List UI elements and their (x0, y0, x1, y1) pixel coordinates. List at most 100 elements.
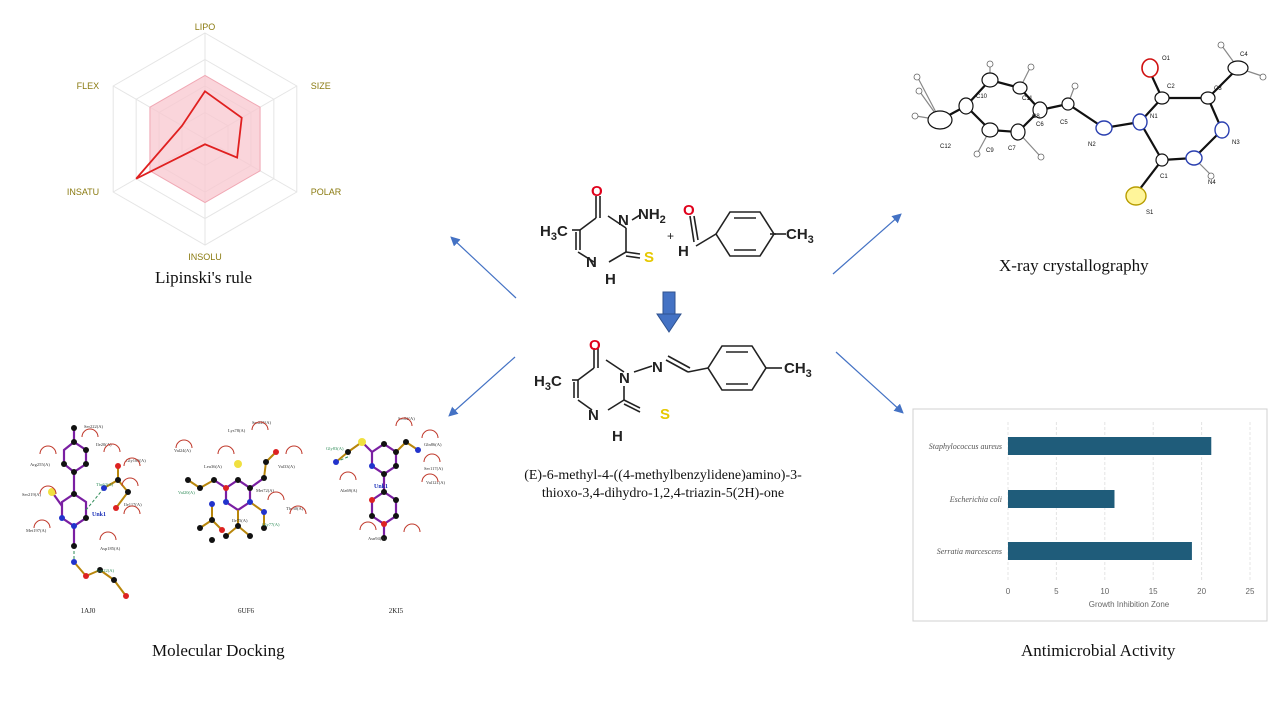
flow-arrows (448, 213, 904, 417)
residue-label: Ile20(A) (96, 442, 112, 447)
reactant-triazine (572, 196, 641, 263)
atom-o-reactant: O (591, 183, 603, 200)
residue-label: Lys78(A) (228, 428, 246, 433)
h3c-c: C (557, 223, 568, 240)
chart-tick-label: 25 (1246, 587, 1255, 596)
docking-6uf6-label: 6UF6 (238, 607, 254, 615)
docking-panel-1aj0: Ser222(A)Arg255(A)Ile20(A)Gly188(A)Thr62… (22, 424, 146, 615)
docking-1aj0-label: 1AJ0 (81, 607, 96, 615)
atom-ch3-aldehyde: CH3 (786, 226, 814, 246)
atom-h-reactant: H (605, 271, 616, 288)
residue-label: Val20(A) (178, 490, 195, 495)
residue-label: Ser222(A) (84, 424, 103, 429)
caption-xray: X-ray crystallography (999, 256, 1149, 275)
bar-escherichia-coli (1008, 490, 1115, 508)
chart-tick-label: 15 (1149, 587, 1158, 596)
residue-label: Val24(A) (174, 448, 191, 453)
residue-label: Thr30(A) (286, 506, 304, 511)
xray-label-c1: C1 (1160, 174, 1168, 180)
category-label: Escherichia coli (949, 495, 1002, 504)
chart-tick-label: 0 (1006, 587, 1011, 596)
compound-name-line1: (E)-6-methyl-4-((4-methylbenzylidene)ami… (524, 468, 802, 483)
xray-label-c11: C11 (1022, 96, 1033, 102)
xray-label-c6: C6 (1036, 122, 1044, 128)
residue-label: Ser117(A) (424, 466, 443, 471)
arrow-to-lipinski (450, 236, 517, 299)
caption-antimicrobial: Antimicrobial Activity (1021, 641, 1176, 660)
atom-ch3-product: CH3 (784, 360, 812, 380)
compound-name-line2: thioxo-3,4-dihydro-1,2,4-triazin-5(2H)-o… (542, 486, 784, 501)
xray-label-c2: C2 (1167, 84, 1175, 90)
xray-oxygen-atom (1141, 58, 1159, 78)
arrow-to-docking (448, 356, 516, 417)
docking-2ki5-label: 2KI5 (389, 607, 404, 615)
atom-s-reactant: S (644, 249, 654, 266)
h3c-product-subscript: 3 (545, 381, 551, 393)
xray-label-c3: C3 (1214, 86, 1222, 92)
category-label: Staphylococcus aureus (929, 442, 1002, 451)
residue-label: Ile117(A) (124, 502, 142, 507)
residue-label: Val33(A) (278, 464, 295, 469)
residue-label: Met72(A) (256, 488, 274, 493)
xray-label-n4: N4 (1208, 180, 1216, 186)
xray-sulfur-atom (1125, 186, 1147, 206)
residue-label: Gly188(A) (126, 458, 146, 463)
atom-n-low-product: N (588, 407, 599, 424)
residue-label: Unk1 (374, 484, 388, 490)
residue-label: Thr62(A) (96, 482, 114, 487)
residue-label: Ser219(A) (22, 492, 41, 497)
residue-label: Ile75(A) (232, 518, 248, 523)
atom-nh2-reactant: NH2 (638, 206, 666, 226)
xray-label-s1: S1 (1146, 210, 1154, 216)
residue-label: Val121(A) (426, 480, 445, 485)
residue-label: Gly83(A) (326, 446, 344, 451)
docking-6uf6-hydrophobic-arcs (175, 421, 307, 515)
arrow-to-xray (832, 213, 902, 275)
residue-label: Leu36(A) (204, 464, 222, 469)
atom-n-imine-product: N (652, 359, 663, 376)
plus-sign: + (667, 229, 674, 243)
radar-compound-profile (135, 90, 243, 180)
h3c-subscript: 3 (551, 231, 557, 243)
docking-2ki5-hydrophobic-arcs (339, 417, 441, 533)
residue-label: Asn94(A) (368, 536, 386, 541)
caption-lipinski: Lipinski's rule (155, 268, 253, 287)
radar-optimal-zone (149, 74, 261, 204)
nh2-text: NH (638, 206, 660, 223)
residue-label: Asp185(A) (100, 546, 121, 551)
residue-label: Gly77(A) (262, 522, 280, 527)
xray-label-c8: C8 (1032, 114, 1040, 120)
radar-label-size: SIZE (311, 81, 331, 91)
xray-label-c7: C7 (1008, 146, 1016, 152)
residue-label: Ala69(A) (340, 488, 358, 493)
docking-1aj0-hydrophobic-arcs (33, 428, 141, 541)
chart-tick-label: 5 (1054, 587, 1059, 596)
xray-label-n2: N2 (1088, 142, 1096, 148)
docking-panel-6uf6: Ser225(A)Lys78(A)Val24(A)Leu36(A)Val33(A… (174, 420, 307, 615)
ch3-product-subscript: 3 (806, 368, 812, 380)
residue-label: Asn22(A) (96, 568, 114, 573)
arrow-to-antimicrobial (835, 351, 904, 414)
bar-staphylococcus-aureus (1008, 437, 1212, 455)
atom-s-product: S (660, 406, 670, 423)
h3c-product-c: C (551, 373, 562, 390)
docking-1aj0-residue-labels: Ser222(A)Arg255(A)Ile20(A)Gly188(A)Thr62… (22, 424, 146, 573)
caption-docking: Molecular Docking (152, 641, 285, 660)
residue-label: Unk1 (92, 512, 106, 518)
radar-label-insolu: INSOLU (188, 252, 222, 262)
atom-h-product: H (612, 428, 623, 445)
h3c-product-h: H (534, 373, 545, 390)
reaction-down-arrow (656, 291, 682, 333)
product-structure (572, 345, 782, 413)
ch3-product-text: CH (784, 360, 806, 377)
h3c-h: H (540, 223, 551, 240)
residue-label: Met197(A) (26, 528, 47, 533)
xray-label-c9: C9 (986, 148, 994, 154)
atom-h-aldehyde: H (678, 243, 689, 260)
residue-label: Gln86(A) (424, 442, 442, 447)
